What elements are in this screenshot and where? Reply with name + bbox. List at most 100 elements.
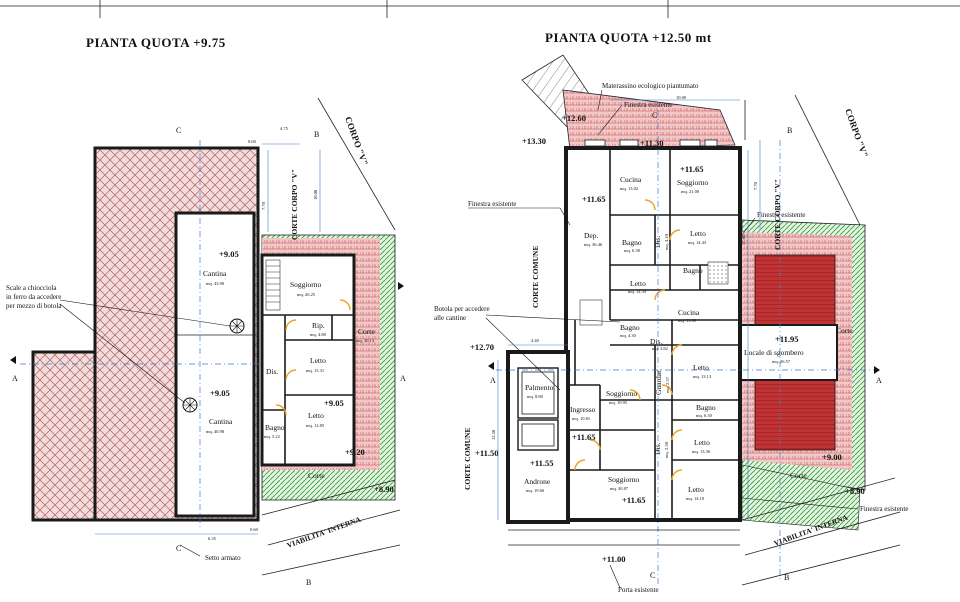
svg-text:A: A [490, 376, 496, 385]
svg-text:Finestra esistente: Finestra esistente [468, 200, 516, 208]
svg-text:mq. 19.60: mq. 19.60 [526, 488, 545, 493]
svg-text:mq. 30.13: mq. 30.13 [356, 338, 375, 343]
svg-text:Bagno: Bagno [265, 423, 285, 432]
svg-text:C: C [176, 544, 181, 553]
spiral-stair-lower [182, 397, 198, 413]
svg-text:mq. 43.90: mq. 43.90 [206, 281, 225, 286]
svg-text:C: C [652, 111, 657, 120]
left-plan-title: PIANTA QUOTA +9.75 [86, 35, 226, 50]
svg-text:mq. 4.80: mq. 4.80 [310, 332, 327, 337]
svg-text:Soggiorno: Soggiorno [677, 178, 709, 187]
svg-text:17.00: 17.00 [741, 234, 746, 245]
svg-text:mq. 2.50: mq. 2.50 [664, 441, 669, 458]
svg-text:+11.30: +11.30 [640, 138, 664, 148]
svg-text:Soggiorno: Soggiorno [290, 280, 322, 289]
svg-text:C: C [650, 571, 655, 580]
svg-text:7.70: 7.70 [753, 181, 758, 190]
svg-text:Letto: Letto [690, 229, 706, 238]
svg-text:alle cantine: alle cantine [434, 314, 466, 322]
svg-text:+11.65: +11.65 [622, 495, 646, 505]
spiral-stair-upper [229, 318, 245, 334]
left-corpo-label: CORPO "V" [343, 115, 370, 167]
svg-text:Guardar.: Guardar. [654, 369, 663, 395]
setto-armato-note: Setto armato [205, 554, 241, 562]
left-cellar-block [174, 211, 256, 518]
svg-text:Bagno: Bagno [696, 403, 716, 412]
svg-text:mq. 15.31: mq. 15.31 [306, 368, 324, 373]
svg-text:mq. 10.81: mq. 10.81 [572, 416, 590, 421]
left-section-markers: C C B B A A [10, 126, 406, 587]
svg-text:Bagno: Bagno [620, 323, 640, 332]
left-viabilita-label: VIABILITA' INTERNA [286, 515, 363, 550]
right-floor-plan: PIANTA QUOTA +12.50 mt [434, 30, 908, 594]
right-top-windows [584, 139, 718, 147]
svg-text:Letto: Letto [688, 485, 704, 494]
left-room-dis: Dis. [266, 367, 278, 376]
right-dimensions: 4.40 10.00 12.50 7.70 17.00 [491, 95, 761, 520]
svg-text:mq. 5.22: mq. 5.22 [264, 434, 280, 439]
left-level-4: +9.20 [345, 447, 365, 457]
left-level-2: +9.05 [210, 388, 230, 398]
svg-text:mq. 2.57: mq. 2.57 [665, 376, 670, 393]
left-level-5: +8.90 [374, 484, 394, 494]
right-levels: +12.60 +13.30 +11.30 +11.65 +11.65 +12.7… [470, 113, 865, 564]
svg-text:Locale di sgombero: Locale di sgombero [744, 348, 804, 357]
svg-text:+11.65: +11.65 [572, 432, 596, 442]
svg-text:Porta esistente: Porta esistente [618, 586, 659, 594]
svg-text:4.75: 4.75 [280, 126, 289, 131]
svg-text:Scale a chiocciola: Scale a chiocciola [6, 284, 57, 292]
svg-text:in ferro da accedere: in ferro da accedere [6, 293, 61, 301]
svg-text:Cantina: Cantina [203, 269, 227, 278]
right-main-building [564, 146, 742, 522]
svg-text:+11.55: +11.55 [530, 458, 554, 468]
svg-text:+11.95: +11.95 [775, 334, 799, 344]
svg-text:Cantina: Cantina [209, 417, 233, 426]
left-room-soggiorno: Soggiorno mq. 26.25 [290, 280, 322, 297]
svg-text:mq. 26.57: mq. 26.57 [772, 359, 791, 364]
svg-text:mq. 11.00: mq. 11.00 [678, 318, 697, 323]
sheet-frame [0, 0, 960, 18]
svg-text:Dis.: Dis. [653, 443, 662, 455]
right-interior-walls [568, 148, 740, 520]
svg-text:mq. 8.80: mq. 8.80 [527, 394, 544, 399]
svg-text:mq. 13.13: mq. 13.13 [693, 374, 712, 379]
roof-upper [754, 254, 836, 326]
svg-text:Dep.: Dep. [584, 231, 598, 240]
corte-comune-upper: CORTE COMUNE [531, 246, 540, 308]
svg-text:+11.65: +11.65 [582, 194, 606, 204]
svg-text:mq. 13.02: mq. 13.02 [620, 186, 638, 191]
top-terrace [562, 89, 736, 151]
left-room-letto-1: Letto mq. 15.31 [306, 356, 326, 373]
svg-text:mq. 4.30: mq. 4.30 [620, 333, 637, 338]
stairs-note: Scale a chiocciola in ferro da accedere … [6, 284, 231, 404]
svg-text:Materassino ecologico piantuma: Materassino ecologico piantumato [602, 82, 699, 90]
svg-text:Finestra esistente: Finestra esistente [624, 101, 672, 109]
svg-text:mq. 13.36: mq. 13.36 [692, 449, 711, 454]
right-doors [574, 199, 683, 481]
svg-text:mq. 6.38: mq. 6.38 [624, 248, 641, 253]
svg-text:Soggiorno: Soggiorno [606, 389, 638, 398]
svg-text:B: B [787, 126, 792, 135]
svg-text:Rip.: Rip. [312, 321, 325, 330]
svg-text:mq. 21.00: mq. 21.00 [681, 189, 700, 194]
svg-text:Cucina: Cucina [620, 175, 642, 184]
svg-text:Finestra esistente: Finestra esistente [860, 505, 908, 513]
svg-text:Letto: Letto [630, 279, 646, 288]
svg-text:mq. 14.39: mq. 14.39 [628, 289, 647, 294]
left-room-cantina-2: Cantina mq. 40.98 [206, 417, 233, 434]
svg-text:+11.65: +11.65 [680, 164, 704, 174]
roof-lower [754, 379, 836, 451]
svg-text:mq. 4.10: mq. 4.10 [664, 233, 669, 250]
svg-text:Finestra esistente: Finestra esistente [757, 211, 805, 219]
svg-text:Corte: Corte [836, 326, 853, 335]
svg-text:Androne: Androne [524, 477, 551, 486]
locale-sgombero [739, 324, 838, 381]
svg-text:C: C [176, 126, 181, 135]
svg-text:12.50: 12.50 [491, 429, 496, 440]
svg-text:Letto: Letto [694, 438, 710, 447]
svg-text:mq. 19.95: mq. 19.95 [609, 400, 628, 405]
left-room-bagno: Bagno mq. 5.22 [264, 423, 285, 439]
svg-text:Palmento: Palmento [525, 383, 554, 392]
svg-text:mq. 40.98: mq. 40.98 [206, 429, 225, 434]
